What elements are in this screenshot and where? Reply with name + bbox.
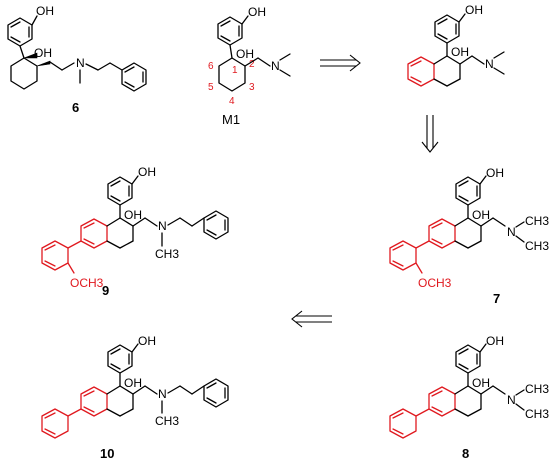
phenol-oh-label: OH (486, 166, 504, 180)
phenol-oh-label: OH (36, 4, 54, 18)
oh-label: OH (236, 47, 254, 61)
oh-label: OH (34, 46, 52, 60)
retro-arrow-left (291, 310, 332, 328)
ring-number-2: 2 (249, 59, 255, 70)
methoxy-label: OCH3 (418, 276, 452, 290)
compound-m1-tetralin: OH OH N (407, 3, 505, 87)
amine-n-label: N (507, 393, 516, 407)
compound-m1: OH OH 1 2 3 4 5 6 N M1 (208, 5, 291, 127)
retro-arrow-right (320, 54, 361, 72)
methoxy-label: OCH3 (70, 276, 104, 290)
amine-n-label: N (485, 57, 494, 71)
compound-label: 9 (102, 283, 109, 298)
compound-7: OH OH N CH3 CH3 OCH3 7 (389, 166, 549, 306)
phenol-oh-label: OH (138, 334, 156, 348)
n-methyl-a-label: CH3 (525, 214, 549, 228)
ring-number-3: 3 (249, 82, 255, 93)
n-methyl-label: CH3 (155, 247, 179, 261)
compound-10: OH OH N CH3 10 (41, 334, 229, 461)
n-methyl-a-label: CH3 (525, 382, 549, 396)
compound-label: 8 (462, 446, 469, 461)
ring-number-1: 1 (232, 65, 238, 76)
compound-label: 10 (100, 446, 114, 461)
oh-label: OH (472, 376, 490, 390)
amine-n-label: N (507, 225, 516, 239)
compound-9: OH OH N CH3 OCH3 9 (41, 165, 229, 298)
compound-label: 6 (72, 100, 79, 115)
phenol-oh-label: OH (138, 165, 156, 179)
n-methyl-b-label: CH3 (525, 407, 549, 421)
compound-8: OH OH N CH3 CH3 8 (389, 334, 549, 461)
amine-n-label: N (158, 387, 167, 401)
compound-label: 7 (493, 291, 500, 306)
oh-label: OH (451, 45, 469, 59)
amine-n-label: N (158, 219, 167, 233)
compound-6: OH OH N 6 (7, 4, 147, 115)
n-methyl-label: CH3 (155, 414, 179, 428)
oh-label: OH (124, 208, 142, 222)
ring-number-6: 6 (208, 61, 214, 72)
ring-number-4: 4 (229, 96, 235, 107)
amine-n-label: N (76, 56, 85, 70)
phenol-oh-label: OH (248, 5, 266, 19)
phenol-oh-label: OH (465, 3, 483, 17)
compound-label: M1 (222, 112, 240, 127)
ring-number-5: 5 (208, 82, 214, 93)
retro-arrow-down (421, 115, 439, 153)
n-methyl-b-label: CH3 (525, 239, 549, 253)
amine-n-label: N (271, 59, 280, 73)
phenol-oh-label: OH (486, 334, 504, 348)
oh-label: OH (472, 208, 490, 222)
oh-label: OH (124, 376, 142, 390)
